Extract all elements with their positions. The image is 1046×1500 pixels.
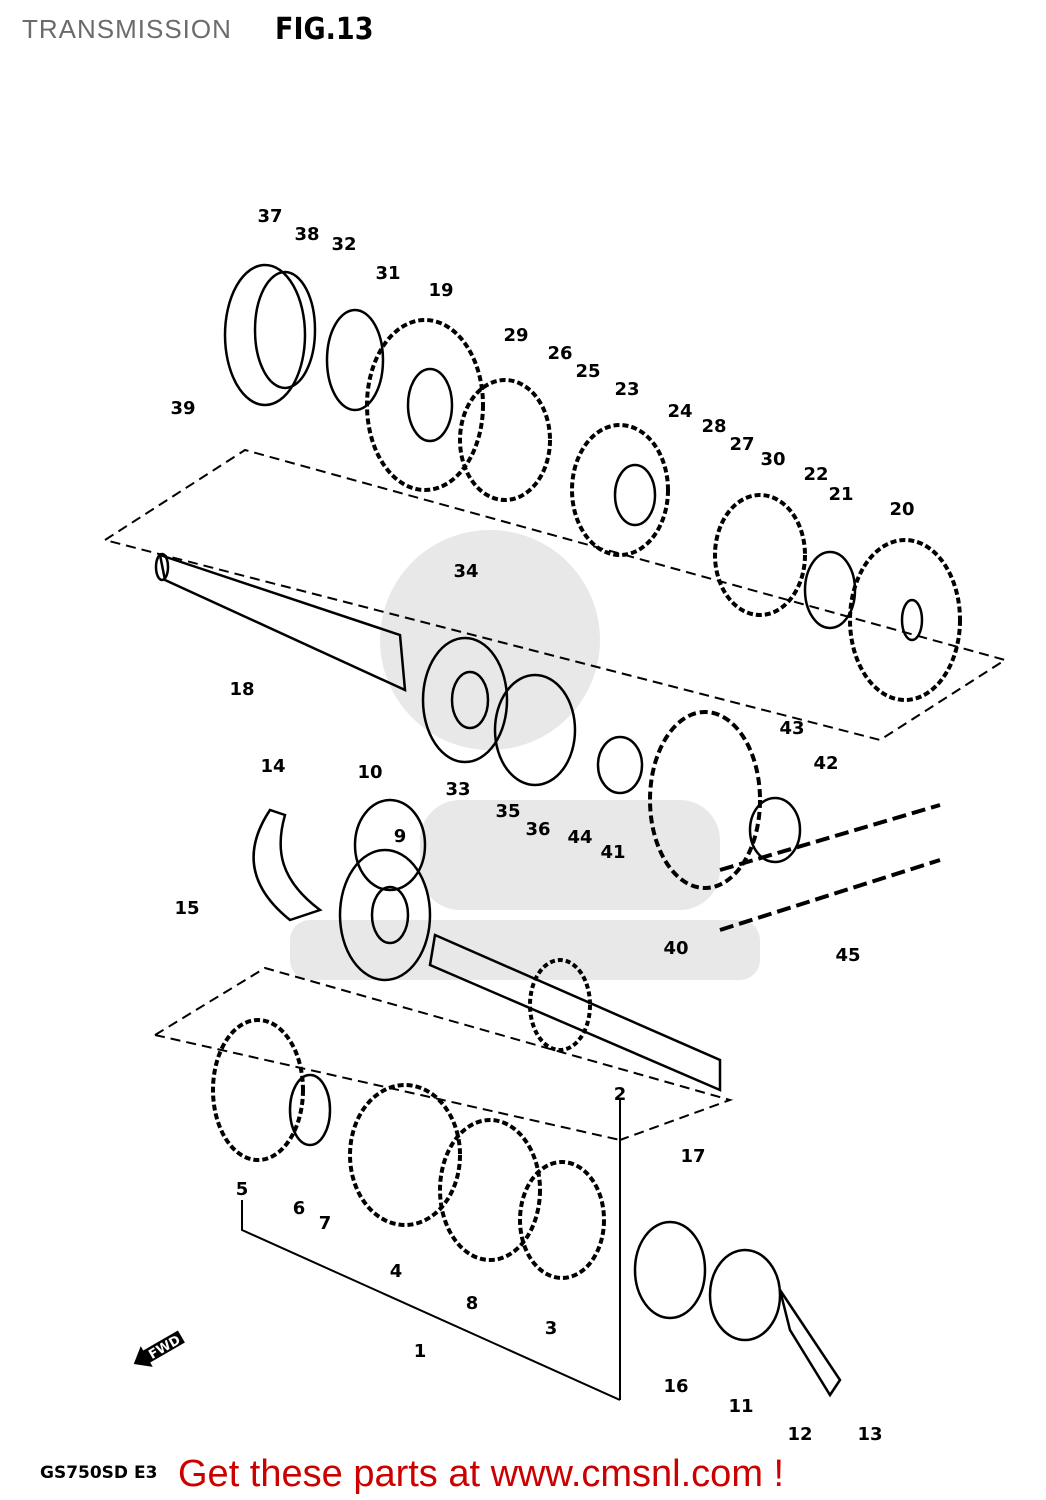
part-number-label: 39 [170,398,195,419]
part-number-label: 23 [614,379,639,400]
gear-3 [518,1160,606,1280]
part-number-label: 45 [835,945,860,966]
part-number-label: 42 [813,753,838,774]
part-number-label: 7 [319,1213,332,1234]
driveshaft-2 [428,933,722,1092]
part-number-label: 24 [667,401,692,422]
group-outline-driveshaft [154,966,734,1141]
part-number-label: 18 [229,679,254,700]
part-number-label: 36 [525,819,550,840]
part-number-label: 44 [567,827,592,848]
figure-number: FIG.13 [275,12,374,47]
model-code: GS750SD E3 [40,1463,158,1483]
part-number-label: 16 [663,1376,688,1397]
gear-19 [365,318,485,492]
part-number-label: 14 [260,756,285,777]
gear-20 [848,538,962,702]
part-number-label: 4 [390,1261,403,1282]
part-number-label: 3 [545,1318,558,1339]
part-number-label: 27 [729,434,754,455]
gear-23 [570,423,670,557]
part-number-label: 9 [394,826,407,847]
watermark-logo [290,530,760,980]
part-number-label: 37 [257,206,282,227]
part-number-label: 41 [600,842,625,863]
part-number-label: 10 [357,762,382,783]
part-number-label: 22 [803,464,828,485]
part-number-label: 32 [331,234,356,255]
bracket-12 [778,1289,842,1398]
fwd-arrow-icon: FWD [133,1330,185,1367]
part-number-label: 6 [293,1198,306,1219]
part-number-label: 2 [614,1084,627,1105]
bearing-31 [325,308,385,412]
part-number-label: 12 [787,1424,812,1445]
bearing-33 [421,636,509,764]
gear-5 [211,1018,305,1162]
part-number-label: 38 [294,224,319,245]
part-number-label: 21 [828,484,853,505]
countershaft-18 [158,553,407,693]
part-number-label: 8 [466,1293,479,1314]
shift-stopper-14 [252,808,323,922]
part-number-label: 29 [503,325,528,346]
gear-4 [348,1083,462,1227]
part-number-label: 25 [575,361,600,382]
part-number-label: 30 [760,449,785,470]
promo-link-text[interactable]: Get these parts at www.cmsnl.com ! [178,1453,785,1495]
part-number-label: 1 [414,1341,427,1362]
sprocket-40 [648,710,762,890]
part-number-label: 15 [174,898,199,919]
part-number-label: 43 [779,718,804,739]
part-number-label: 31 [375,263,400,284]
diagram-title: TRANSMISSION [22,14,232,44]
gear-30 [713,493,807,617]
bearing-9 [338,848,432,982]
part-number-label: 13 [857,1424,882,1445]
part-number-label: 33 [445,779,470,800]
drive-chain-45 [719,803,941,932]
part-number-label: 20 [889,499,914,520]
fwd-label: FWD [146,1333,183,1363]
part-number-label: 17 [680,1146,705,1167]
part-number-label: 34 [453,561,478,582]
part-number-label: 11 [728,1396,753,1417]
gear-8 [438,1118,542,1262]
gear-29 [458,378,552,502]
part-number-label: 28 [701,416,726,437]
part-number-label: 5 [236,1179,249,1200]
part-number-label: 19 [428,280,453,301]
part-number-label: 35 [495,801,520,822]
bearing-holder-plate [223,263,307,407]
part-number-label: 26 [547,343,572,364]
part-number-label: 40 [663,938,688,959]
